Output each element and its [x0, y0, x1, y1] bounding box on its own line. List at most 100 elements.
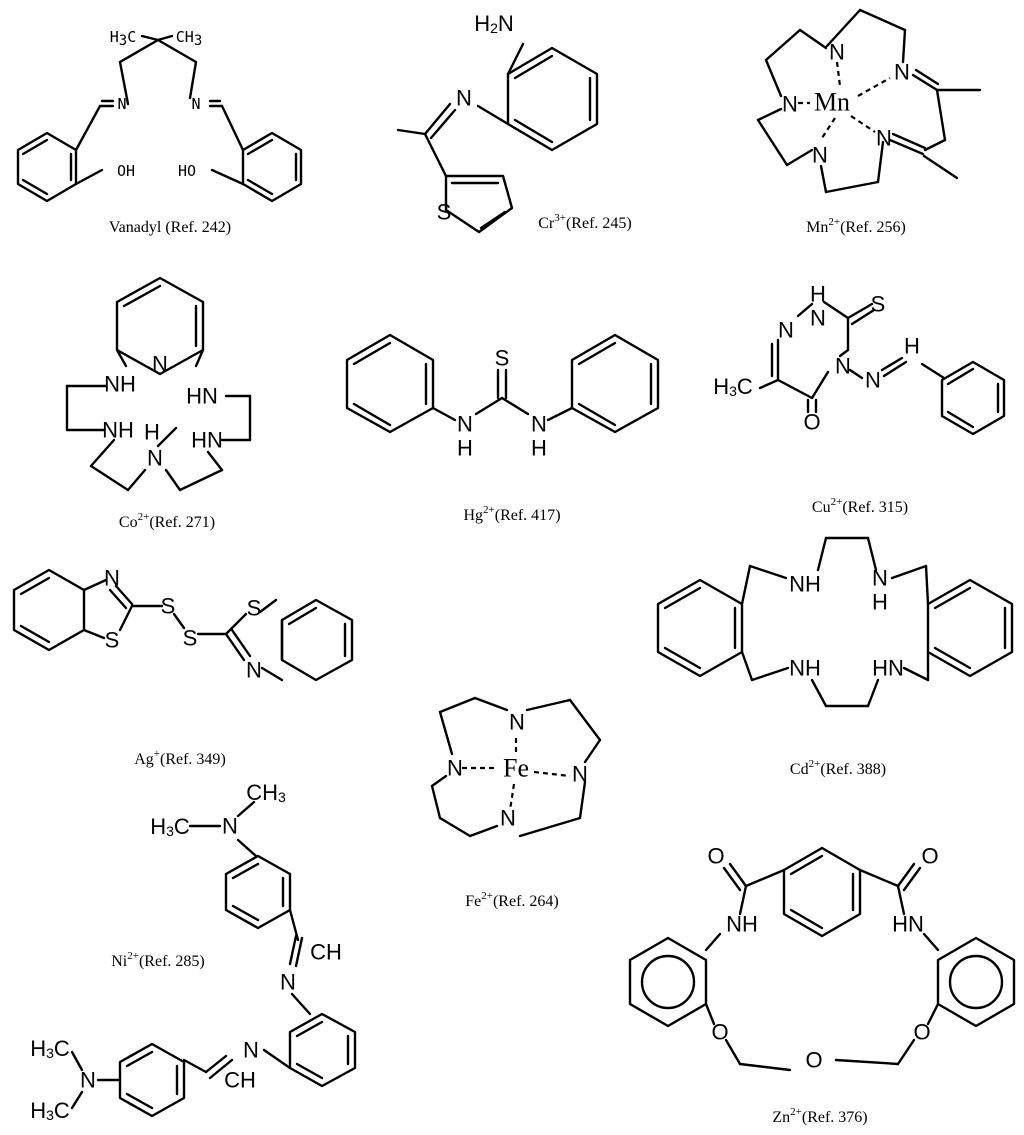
ag-s-disulfide-2: S: [183, 626, 198, 651]
fe-n-right: N: [572, 762, 588, 787]
ag-s-right-ring: S: [247, 596, 262, 621]
zn-bonds: [628, 846, 1016, 1072]
fe-metal: Fe: [503, 754, 529, 783]
ni-n-dimethyl-bottom: N: [80, 1068, 96, 1093]
ag-s-left-ring: S: [105, 628, 120, 653]
vanadyl-n-left: N: [117, 95, 126, 113]
cu-o: O: [803, 410, 820, 435]
ni-bonds: [70, 800, 357, 1118]
ni-n-dimethyl-top: N: [222, 814, 238, 839]
co-n-center: N: [147, 446, 163, 471]
hg-n-right: N: [531, 412, 547, 437]
mn-n-bottom: N: [812, 143, 828, 168]
co-nh-upper-left: NH: [104, 372, 136, 397]
structure-hg: S N H N H Hg2+(Ref. 417): [345, 333, 660, 524]
vanadyl-bonds: [16, 34, 303, 203]
mn-n-lower-right: N: [876, 126, 892, 151]
co-hn-lower-right: HN: [191, 428, 223, 453]
cu-h3c: H3C: [713, 374, 753, 400]
cd-n-top-right: N: [872, 566, 888, 591]
fe-n-top: N: [509, 710, 525, 735]
cd-nh-top-left: NH: [789, 572, 821, 597]
ag-s-disulfide-1: S: [161, 594, 176, 619]
cd-nh-bottom-left: NH: [789, 656, 821, 681]
ni-ch-lower: CH: [224, 1068, 256, 1093]
caption-mn: Mn2+(Ref. 256): [806, 216, 906, 236]
caption-zn: Zn2+(Ref. 376): [772, 1106, 867, 1126]
co-hn-upper-right: HN: [186, 384, 218, 409]
structure-zn: O O NH HN O O O Zn2+(Ref. 376): [628, 844, 1016, 1126]
zn-o-amide-right: O: [921, 844, 938, 869]
ni-ch3-top: CH3: [246, 780, 286, 806]
structure-cd: NH N H NH HN Cd2+(Ref. 388): [656, 536, 1014, 778]
fe-n-bottom: N: [500, 806, 516, 831]
mn-metal: Mn: [814, 88, 850, 117]
ni-h3c-bottom-1: H3C: [30, 1036, 70, 1062]
hg-bonds: [345, 333, 660, 434]
hg-h-left: H: [457, 436, 473, 461]
structure-co: N NH HN NH H N HN Co2+(Ref. 271): [65, 276, 252, 531]
ni-h3c-top: H3C: [150, 814, 190, 840]
vanadyl-n-right: N: [191, 95, 200, 113]
zn-nh-left: NH: [726, 912, 758, 937]
cu-n-ring: N: [778, 318, 794, 343]
caption-co: Co2+(Ref. 271): [119, 511, 215, 531]
co-h-center: H: [144, 420, 160, 445]
structure-cr: H2N N S Cr3+(Ref. 245): [396, 11, 632, 234]
mn-bonds: [756, 8, 982, 194]
cr-n-imine: N: [456, 86, 472, 111]
cr-bonds: [396, 42, 599, 234]
co-nh-lower-left: NH: [102, 418, 134, 443]
cu-h-imine: H: [904, 334, 920, 359]
hg-h-right: H: [531, 436, 547, 461]
cu-n-nh: N: [810, 306, 826, 331]
co-n-pyridine: N: [152, 352, 168, 377]
caption-cd: Cd2+(Ref. 388): [790, 758, 886, 778]
cu-n-4: N: [835, 354, 851, 379]
caption-ni: Ni2+(Ref. 285): [111, 950, 204, 970]
ni-n-lower: N: [243, 1038, 259, 1063]
co-bonds: [65, 276, 252, 492]
structure-vanadyl: H3C CH3 N N OH HO Vanadyl (Ref. 242): [16, 28, 303, 236]
zn-o-ether-left: O: [711, 1020, 728, 1045]
zn-hn-right: HN: [892, 912, 924, 937]
cu-bonds: [758, 300, 1006, 436]
structure-cu: H N N S N N H O H3C Cu2+(Ref. 315): [713, 282, 1006, 516]
structure-ni: CH3 H3C N CH N N CH N H3C H3C Ni2+(Ref. …: [30, 780, 357, 1124]
caption-cr: Cr3+(Ref. 245): [538, 212, 631, 232]
structure-mn: N N N N N Mn Mn2+(Ref. 256): [756, 8, 982, 236]
vanadyl-ch3: CH3: [176, 28, 203, 49]
cu-s: S: [871, 292, 886, 317]
ni-n-upper: N: [280, 970, 296, 995]
zn-o-ether-center: O: [805, 1048, 822, 1073]
ni-ch-upper: CH: [310, 940, 342, 965]
zn-o-ether-right: O: [913, 1020, 930, 1045]
cd-hn-bottom-right: HN: [872, 656, 904, 681]
mn-n-right: N: [894, 60, 910, 85]
mn-n-top: N: [829, 40, 845, 65]
structure-fe: N N N N Fe Fe2+(Ref. 264): [430, 696, 602, 910]
caption-fe: Fe2+(Ref. 264): [465, 890, 558, 910]
cu-n-imine: N: [865, 368, 881, 393]
caption-ag: Ag+(Ref. 349): [134, 748, 226, 768]
cd-h-top-right: H: [872, 590, 888, 615]
structure-ag: N S S S S N Ag+(Ref. 349): [12, 566, 354, 768]
cr-nh2: H2N: [474, 11, 514, 37]
ag-n-right: N: [246, 658, 262, 683]
vanadyl-oh-right: HO: [178, 162, 196, 180]
hg-s: S: [495, 346, 510, 371]
vanadyl-h3c: H3C: [110, 28, 137, 49]
mn-n-left: N: [782, 92, 798, 117]
hg-n-left: N: [457, 412, 473, 437]
fe-bonds: [430, 696, 602, 838]
ag-n-left: N: [104, 566, 120, 591]
caption-cu: Cu2+(Ref. 315): [812, 496, 908, 516]
caption-hg: Hg2+(Ref. 417): [463, 504, 560, 524]
ni-h3c-bottom-2: H3C: [30, 1098, 70, 1124]
caption-vanadyl: Vanadyl (Ref. 242): [109, 219, 231, 236]
cd-bonds: [656, 536, 1014, 708]
cr-s-thiophene: S: [437, 200, 452, 225]
cu-h-top: H: [810, 282, 826, 307]
vanadyl-oh-left: OH: [117, 162, 135, 180]
